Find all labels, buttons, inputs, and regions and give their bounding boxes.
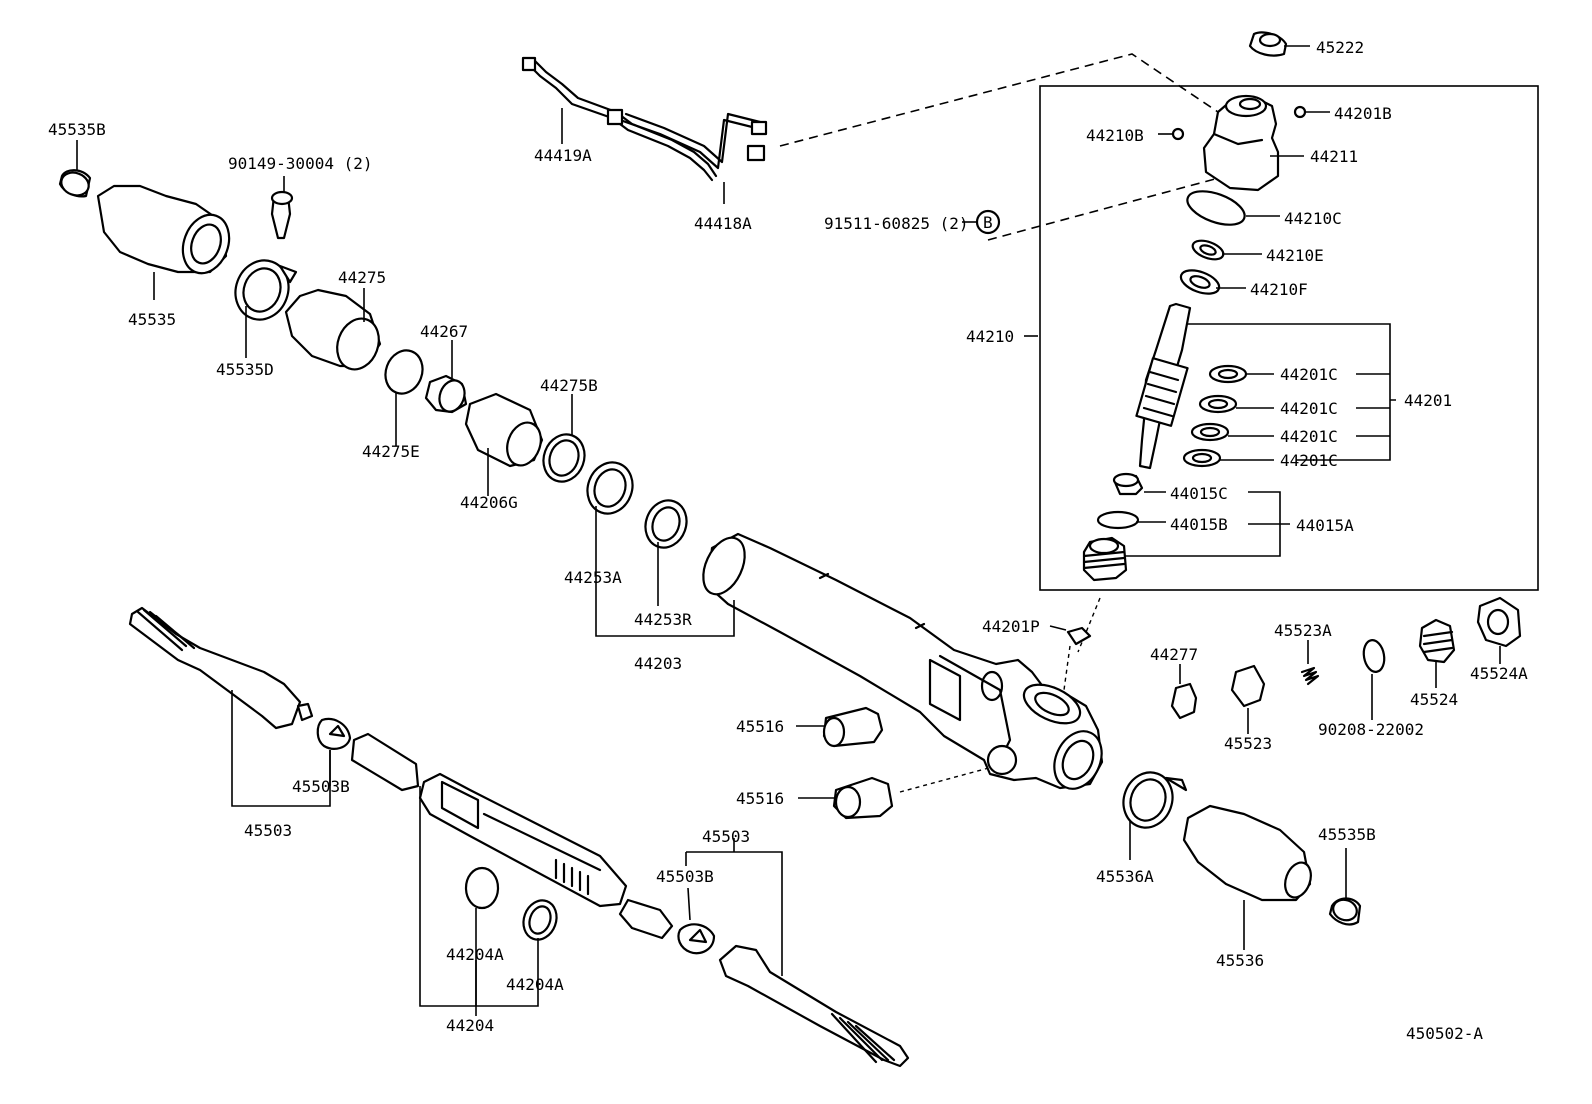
label-44015C: 44015C <box>1170 484 1228 503</box>
label-44267: 44267 <box>420 322 468 341</box>
label-44419A: 44419A <box>534 146 592 165</box>
label-45516-2: 45516 <box>736 789 784 808</box>
label-45524: 45524 <box>1410 690 1458 709</box>
label-45523: 45523 <box>1224 734 1272 753</box>
label-45503-left: 45503 <box>244 821 292 840</box>
label-44201C-3: 44201C <box>1280 427 1338 446</box>
label-45535D: 45535D <box>216 360 274 379</box>
label-44275B: 44275B <box>540 376 598 395</box>
leader-lines <box>76 45 1501 1016</box>
label-44201C-2: 44201C <box>1280 399 1338 418</box>
label-45535: 45535 <box>128 310 176 329</box>
label-90149-30004: 90149-30004 (2) <box>228 154 373 173</box>
yoke-parts-group <box>1066 596 1522 720</box>
label-44203: 44203 <box>634 654 682 673</box>
label-44201C-1: 44201C <box>1280 365 1338 384</box>
label-44210E: 44210E <box>1266 246 1324 265</box>
pressure-tube-assembly <box>521 56 768 182</box>
mount-bushings <box>822 706 894 820</box>
label-44210: 44210 <box>966 327 1014 346</box>
label-44204A-2: 44204A <box>506 975 564 994</box>
label-44015A: 44015A <box>1296 516 1354 535</box>
label-44015B: 44015B <box>1170 515 1228 534</box>
label-44275: 44275 <box>338 268 386 287</box>
label-44201C-4: 44201C <box>1280 451 1338 470</box>
bushings-group <box>424 374 688 549</box>
label-44210C: 44210C <box>1284 209 1342 228</box>
callout-b-marker: B <box>962 209 1001 235</box>
steering-rack <box>418 772 716 955</box>
pinion-seals-group <box>1179 190 1246 295</box>
label-44201P: 44201P <box>982 617 1040 636</box>
label-44204: 44204 <box>446 1016 494 1035</box>
diagram-id-label: 450502-A <box>1406 1024 1483 1043</box>
label-44277: 44277 <box>1150 645 1198 664</box>
label-45536A: 45536A <box>1096 867 1154 886</box>
label-45222: 45222 <box>1316 38 1364 57</box>
label-45535B-right: 45535B <box>1318 825 1376 844</box>
pinion-housing-cover <box>1171 31 1307 192</box>
label-90208-22002: 90208-22002 <box>1318 720 1424 739</box>
control-valve-pinion <box>1135 302 1248 470</box>
label-44201: 44201 <box>1404 391 1452 410</box>
right-boot-assembly <box>1122 771 1362 926</box>
left-boot-assembly <box>58 169 424 395</box>
label-44418A: 44418A <box>694 214 752 233</box>
label-44275E: 44275E <box>362 442 420 461</box>
right-tie-rod <box>718 944 910 1068</box>
label-45536: 45536 <box>1216 951 1264 970</box>
label-45503B-left: 45503B <box>292 777 350 796</box>
label-44253R: 44253R <box>634 610 692 629</box>
label-44206G: 44206G <box>460 493 518 512</box>
label-44201B: 44201B <box>1334 104 1392 123</box>
label-44204A-1: 44204A <box>446 945 504 964</box>
label-45503-right: 45503 <box>702 827 750 846</box>
label-44211: 44211 <box>1310 147 1358 166</box>
pinion-bearing-plug <box>1082 472 1144 582</box>
gear-valve-subassembly-frame <box>1039 85 1539 591</box>
label-45523A: 45523A <box>1274 621 1332 640</box>
label-44210B: 44210B <box>1086 126 1144 145</box>
callout-b-letter: B <box>983 213 993 232</box>
label-44210F: 44210F <box>1250 280 1308 299</box>
label-45524A: 45524A <box>1470 664 1528 683</box>
left-tie-rod <box>128 606 420 792</box>
label-45503B-right: 45503B <box>656 867 714 886</box>
label-44253A: 44253A <box>564 568 622 587</box>
part-labels: 45222 44201B 44210B 44211 44210C 91511-6… <box>48 38 1528 1043</box>
label-45516-1: 45516 <box>736 717 784 736</box>
rack-housing <box>702 532 1104 790</box>
label-45535B-top: 45535B <box>48 120 106 139</box>
dashed-reference-lines <box>779 53 1257 793</box>
label-91511-60825: 91511-60825 (2) <box>824 214 969 233</box>
